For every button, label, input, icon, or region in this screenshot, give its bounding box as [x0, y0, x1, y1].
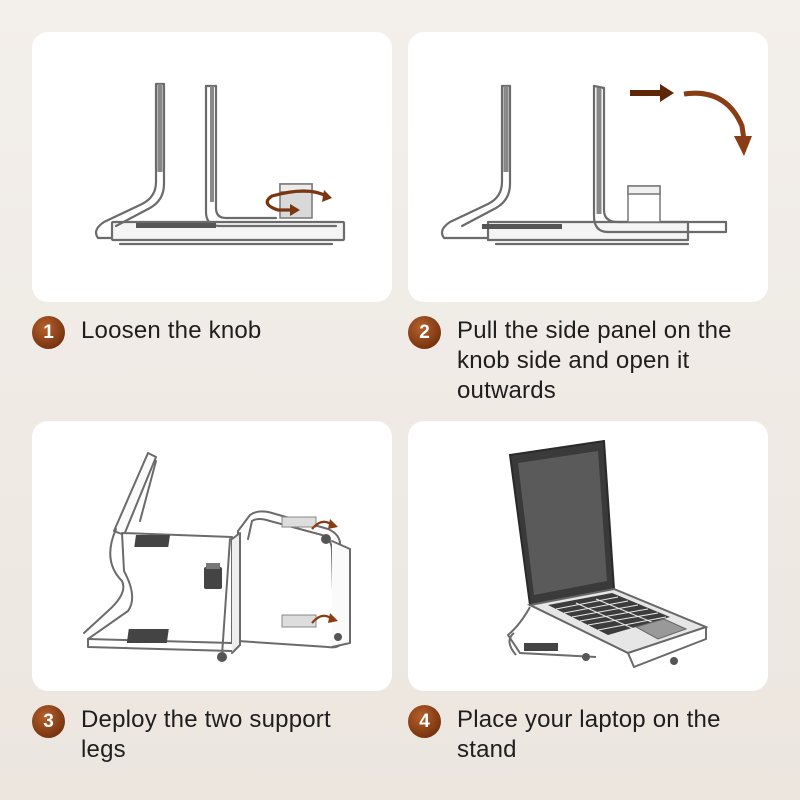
- rotate-arrow-icon: [311, 613, 338, 624]
- knob: [279, 183, 313, 219]
- step-instruction: Deploy the two support legs: [81, 706, 331, 763]
- step-instruction: Loosen the knob: [81, 317, 262, 344]
- laptop: [508, 439, 709, 655]
- step-1-illustration: [32, 32, 392, 302]
- step-number-badge: 1: [32, 316, 65, 349]
- rubber-pad: [134, 535, 170, 547]
- rotate-arrow-icon: [265, 189, 332, 216]
- rubber-pad: [136, 223, 216, 228]
- rubber-pad: [126, 629, 169, 643]
- step-4: 4 Place your laptop on the stand: [408, 705, 777, 765]
- step-3-illustration: [32, 421, 392, 691]
- step-2: 2 Pull the side panel on the knob side a…: [408, 316, 767, 406]
- step-3: 3 Deploy the two support legs: [32, 705, 381, 765]
- right-panel-outer: [204, 84, 338, 228]
- open-arrow-icon: [683, 90, 752, 156]
- step-instruction: Pull the side panel on the knob side and…: [457, 317, 732, 404]
- rotate-arrow-icon: [311, 519, 338, 530]
- rod-end: [217, 652, 227, 662]
- left-panel-outer: [94, 82, 158, 240]
- stand-unfolded-legs: [83, 452, 351, 662]
- step-4-illustration: [408, 421, 768, 691]
- stand-unfolded: [506, 606, 707, 669]
- knob: [627, 185, 661, 223]
- step-number-badge: 3: [32, 705, 65, 738]
- step-1: 1 Loosen the knob: [32, 316, 381, 349]
- knob: [204, 563, 222, 589]
- step-2-illustration: [408, 32, 768, 302]
- step-number-badge: 2: [408, 316, 441, 349]
- rubber-pad: [524, 643, 558, 651]
- laptop-on-stand: [506, 439, 709, 669]
- pull-arrow-icon: [630, 84, 674, 102]
- step-instruction: Place your laptop on the stand: [457, 706, 721, 763]
- stand-side-view-loosen: [94, 82, 346, 246]
- stand-side-view-open: [440, 84, 752, 246]
- step-number-badge: 4: [408, 705, 441, 738]
